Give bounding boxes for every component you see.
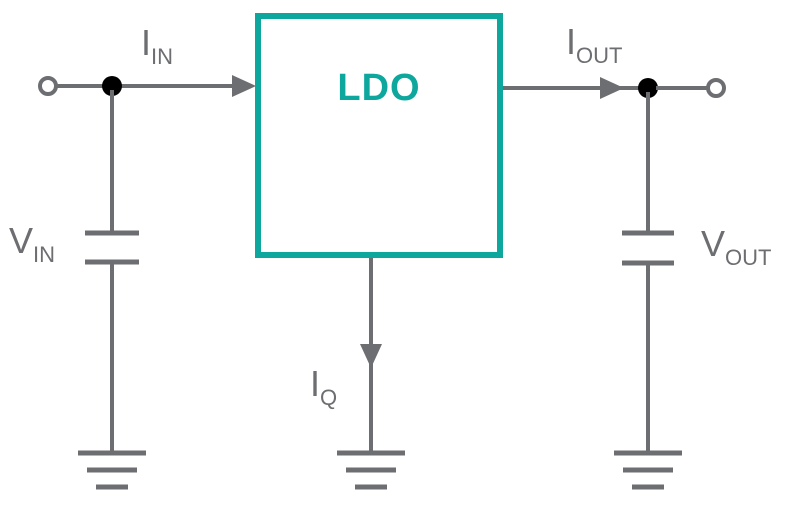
input-terminal-icon (38, 76, 58, 96)
v-in-label-main: V (9, 220, 34, 261)
v-out-label-sub: OUT (725, 245, 772, 270)
i-out-label-sub: OUT (576, 43, 623, 68)
i-in-label-main: I (141, 22, 152, 63)
i-q-label: IQ (310, 366, 337, 409)
v-in-label: VIN (9, 223, 55, 266)
i-out-label-main: I (566, 21, 577, 62)
v-in-label-sub: IN (33, 242, 56, 267)
ldo-block-outline (255, 13, 503, 258)
ldo-block-label: LDO (337, 67, 421, 109)
output-arrowhead-icon (600, 77, 624, 99)
i-in-label: IIN (141, 25, 173, 68)
v-out-label-main: V (701, 223, 726, 264)
i-in-label-sub: IN (151, 44, 174, 69)
output-junction-dot (638, 78, 658, 98)
output-terminal-icon (706, 78, 726, 98)
i-out-label: IOUT (566, 24, 622, 67)
v-out-label: VOUT (701, 226, 771, 269)
input-junction-dot (102, 76, 122, 96)
input-arrowhead-icon (232, 75, 256, 97)
i-q-label-main: I (310, 363, 321, 404)
iq-arrowhead-icon (360, 344, 382, 368)
i-q-label-sub: Q (320, 385, 338, 410)
